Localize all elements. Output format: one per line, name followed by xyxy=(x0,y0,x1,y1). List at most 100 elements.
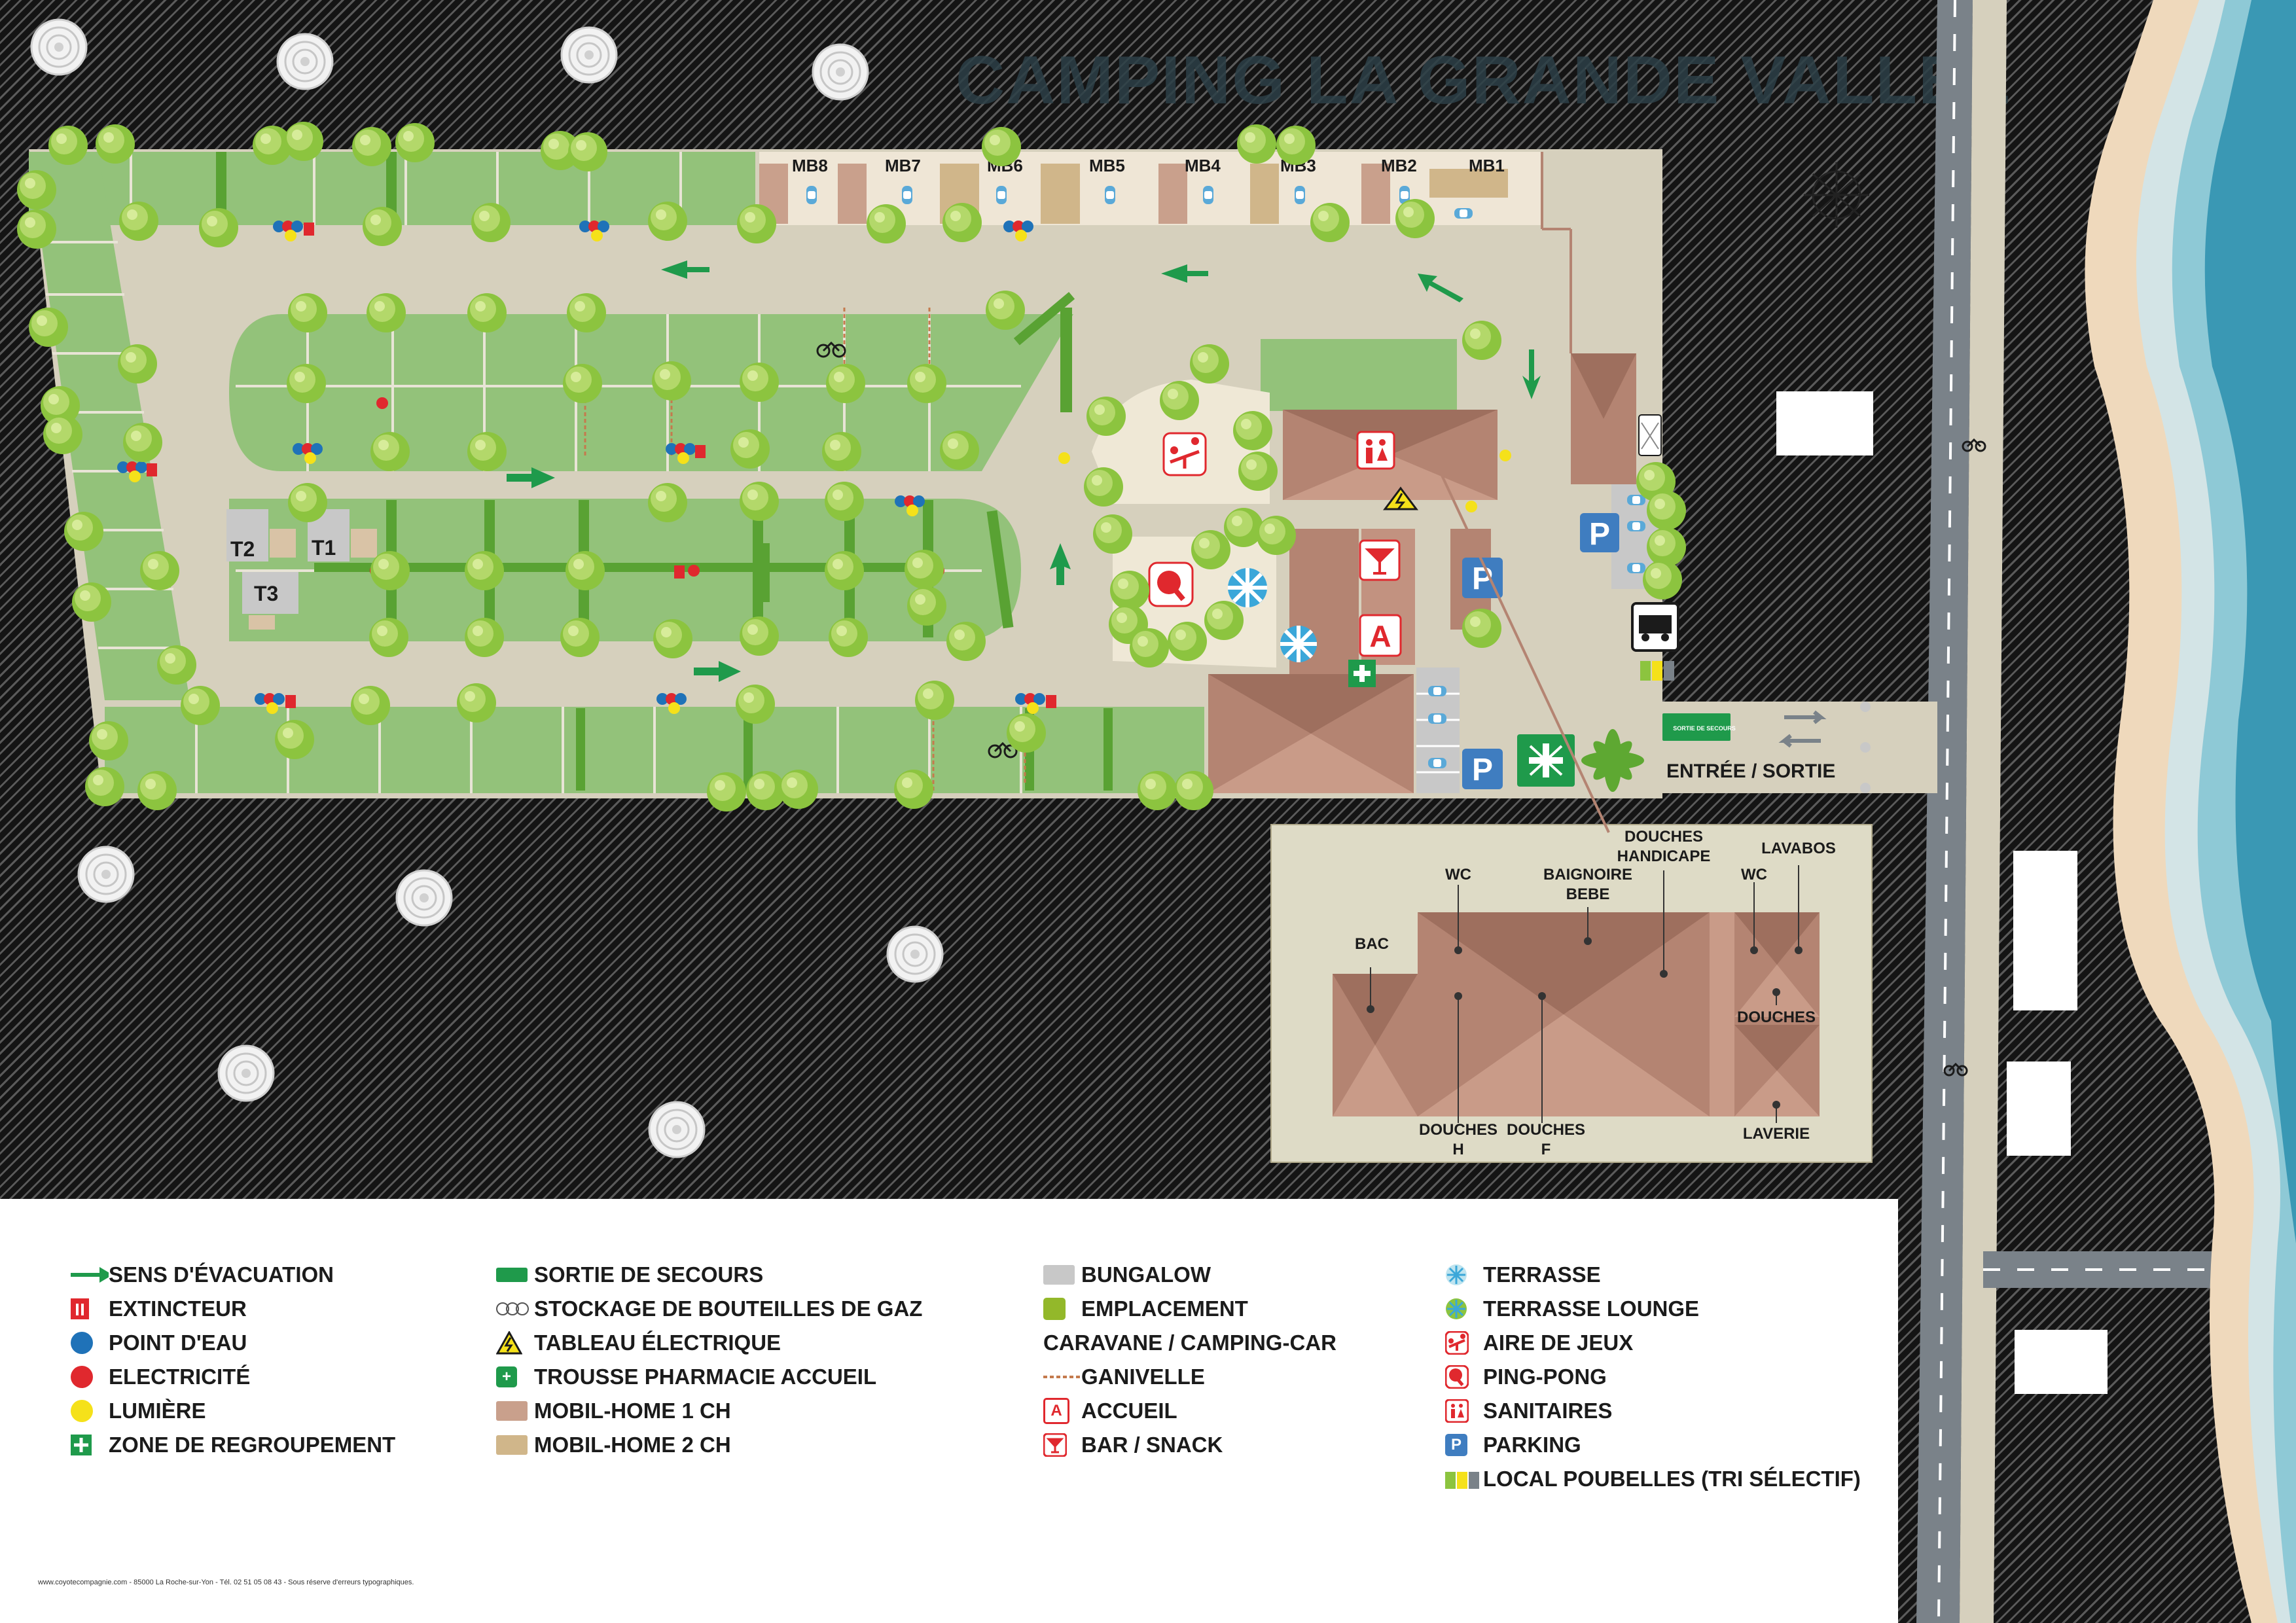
legend-item: A ACCUEIL xyxy=(1043,1394,1336,1428)
cocktail-icon xyxy=(1043,1433,1081,1457)
seesaw-icon xyxy=(1162,432,1207,476)
legend-column-2: SORTIE DE SECOURS STOCKAGE DE BOUTEILLES… xyxy=(496,1258,922,1462)
palm-icon xyxy=(1581,729,1644,792)
map-title: CAMPING LA GRANDE VALLÉE xyxy=(956,43,2012,118)
sanitary-label: BEBE xyxy=(1566,885,1610,903)
legend-item: STOCKAGE DE BOUTEILLES DE GAZ xyxy=(496,1292,922,1326)
high-voltage-icon xyxy=(1383,486,1418,510)
high-voltage-icon xyxy=(496,1331,534,1355)
lounge-parasol-icon xyxy=(1445,1297,1483,1321)
legend-item: P PARKING xyxy=(1445,1428,1861,1462)
assembly-point-icon xyxy=(71,1433,109,1457)
legend-item: + TROUSSE PHARMACIE ACCUEIL xyxy=(496,1360,922,1394)
ping-pong-icon xyxy=(1148,562,1194,607)
camping-car-service-icon xyxy=(1631,602,1679,652)
legend: SENS D'ÉVACUATION EXTINCTEUR POINT D'EAU… xyxy=(0,1199,1898,1623)
extinguisher-icon xyxy=(71,1297,109,1321)
reception-icon: A xyxy=(1043,1398,1081,1424)
sanitary-label: BAIGNOIRE xyxy=(1543,866,1632,883)
mobilhome-label: MB5 xyxy=(1089,156,1125,175)
bungalow-label: T3 xyxy=(254,582,278,605)
waste-bins-icon xyxy=(1445,1467,1483,1491)
toilets-icon xyxy=(1356,431,1395,470)
emergency-exit-sign: SORTIE DE SECOURS xyxy=(1673,725,1736,732)
sanitary-label: WC xyxy=(1445,866,1471,883)
legend-item: ZONE DE REGROUPEMENT xyxy=(71,1428,395,1462)
legend-item: GANIVELLE xyxy=(1043,1360,1336,1394)
sanitary-label: DOUCHES xyxy=(1624,828,1703,846)
sanitary-label: WC xyxy=(1741,866,1767,883)
sanitary-label: BAC xyxy=(1355,935,1389,953)
legend-item: TERRASSE xyxy=(1445,1258,1861,1292)
legend-item: CARAVANE / CAMPING-CAR xyxy=(1043,1330,1336,1355)
legend-item: EMPLACEMENT xyxy=(1043,1292,1336,1326)
seesaw-icon xyxy=(1445,1331,1483,1355)
legend-item: SORTIE DE SECOURS xyxy=(496,1258,922,1292)
bicycle-icon xyxy=(816,341,846,358)
bungalow-swatch xyxy=(1043,1263,1081,1287)
bicycle-icon xyxy=(1962,438,1986,452)
mobilhome-label: MB2 xyxy=(1381,156,1417,175)
entrance-arrows-icon xyxy=(1778,710,1827,748)
sanitary-label: LAVERIE xyxy=(1743,1125,1810,1143)
sanitary-label: H xyxy=(1452,1141,1463,1158)
gas-bottle-icon xyxy=(496,1297,534,1321)
legend-item: EXTINCTEUR xyxy=(71,1292,395,1326)
legend-column-1: SENS D'ÉVACUATION EXTINCTEUR POINT D'EAU… xyxy=(71,1258,395,1462)
toilets-icon xyxy=(1445,1399,1483,1423)
mobilhome-label: MB4 xyxy=(1185,156,1221,175)
legend-item: TABLEAU ÉLECTRIQUE xyxy=(496,1326,922,1360)
bungalow-label: T2 xyxy=(230,537,255,561)
sanitary-label: LAVABOS xyxy=(1761,840,1836,857)
arrow-right-icon xyxy=(71,1263,109,1287)
legend-item: LOCAL POUBELLES (TRI SÉLECTIF) xyxy=(1445,1462,1861,1496)
bicycle-icon xyxy=(988,741,1018,758)
parking-icon: P xyxy=(1580,513,1619,552)
ganivelle-icon xyxy=(1043,1365,1081,1389)
legend-item: LUMIÈRE xyxy=(71,1394,395,1428)
parking-icon: P xyxy=(1462,749,1503,789)
bicycle-icon xyxy=(1943,1062,1968,1077)
svg-text:P: P xyxy=(1472,753,1493,787)
emergency-exit-icon xyxy=(1662,713,1731,741)
barrier-posts xyxy=(1860,702,1871,793)
parking-icon: P xyxy=(1462,558,1503,598)
legend-item: PING-PONG xyxy=(1445,1360,1861,1394)
parasol-icon xyxy=(1280,626,1317,662)
bungalow-label: T1 xyxy=(312,536,336,560)
evacuation-arrows xyxy=(507,260,1541,682)
reception-icon: A xyxy=(1359,614,1402,657)
svg-text:A: A xyxy=(1369,619,1391,653)
sanitary-label: DOUCHES xyxy=(1507,1121,1585,1139)
first-aid-icon: + xyxy=(496,1365,534,1389)
legend-item: SENS D'ÉVACUATION xyxy=(71,1258,395,1292)
legend-item: BAR / SNACK xyxy=(1043,1428,1336,1462)
compass-icon xyxy=(1804,162,1869,228)
gas-bottle-icon xyxy=(1638,414,1662,456)
sea xyxy=(2204,0,2296,1243)
assembly-point-icon xyxy=(1517,734,1575,787)
light-dot-icon xyxy=(71,1399,109,1423)
entrance-label: ENTRÉE / SORTIE xyxy=(1666,760,1835,782)
legend-item: SANITAIRES xyxy=(1445,1394,1861,1428)
parking-icon: P xyxy=(1445,1433,1483,1457)
legend-item: BUNGALOW xyxy=(1043,1258,1336,1292)
pitch-swatch xyxy=(1043,1297,1081,1321)
legend-item: TERRASSE LOUNGE xyxy=(1445,1292,1861,1326)
footer-text: www.coyotecompagnie.com - 85000 La Roche… xyxy=(38,1578,414,1586)
parasol-icon xyxy=(1228,568,1267,607)
legend-column-3: BUNGALOW EMPLACEMENT CARAVANE / CAMPING-… xyxy=(1043,1258,1336,1462)
mobilhome-label: MB1 xyxy=(1469,156,1505,175)
sanitary-label: F xyxy=(1541,1141,1551,1158)
legend-item: POINT D'EAU xyxy=(71,1326,395,1360)
sanitary-label: DOUCHES xyxy=(1419,1121,1498,1139)
svg-text:P: P xyxy=(1589,517,1610,552)
electricity-dot-icon xyxy=(71,1365,109,1389)
legend-column-4: TERRASSE TERRASSE LOUNGE AIRE DE JEUX PI… xyxy=(1445,1258,1861,1496)
mobilhome-label: MB7 xyxy=(885,156,921,175)
legend-item: MOBIL-HOME 1 CH xyxy=(496,1394,922,1428)
sanitary-label: HANDICAPE xyxy=(1617,847,1711,865)
ping-pong-icon xyxy=(1445,1365,1483,1389)
cocktail-icon xyxy=(1359,539,1401,581)
